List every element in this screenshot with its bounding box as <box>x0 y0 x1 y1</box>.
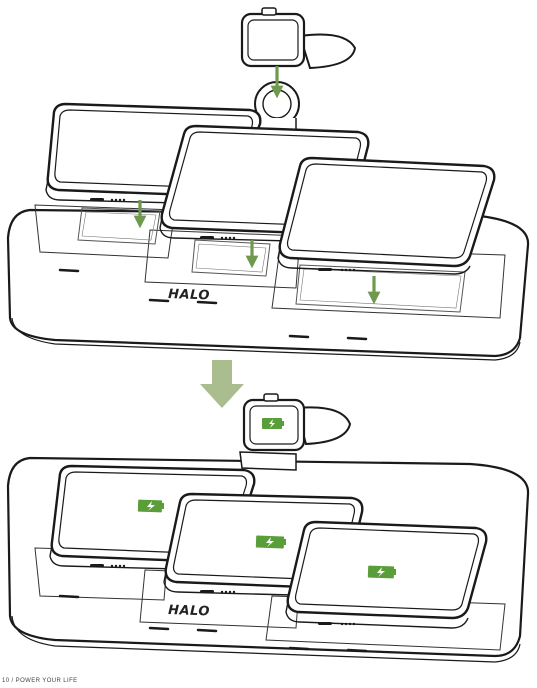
big-down-arrow-icon <box>200 360 244 408</box>
battery-charging-icon <box>367 565 396 579</box>
smartwatch-bottom <box>239 393 352 471</box>
phone-3-bottom <box>285 520 488 629</box>
smartwatch-top <box>240 7 357 70</box>
bottom-scene: HALO <box>6 393 530 663</box>
page-caption: 10 / POWER YOUR LIFE <box>2 678 78 684</box>
battery-charging-icon <box>137 499 164 513</box>
svg-text:HALO: HALO <box>168 287 210 303</box>
svg-text:HALO: HALO <box>168 603 210 619</box>
halo-logo-bottom: HALO <box>168 603 210 619</box>
battery-charging-icon <box>255 535 286 549</box>
phone-3-top <box>277 156 496 275</box>
battery-charging-icon <box>262 418 284 429</box>
halo-logo-top: HALO <box>168 287 210 303</box>
top-scene: HALO <box>6 7 530 361</box>
